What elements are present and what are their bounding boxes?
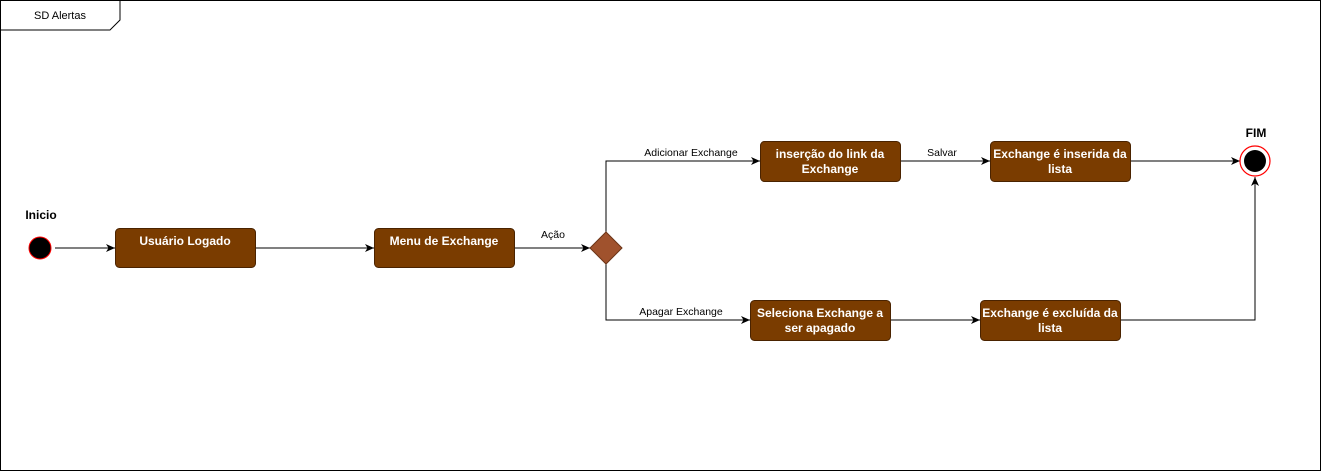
node-insercao-link-line2: Exchange [802,162,859,176]
node-menu-exchange-box [374,228,515,268]
edge-excluida-to-end[interactable] [1120,177,1259,321]
node-exchange-excluida-box [980,300,1121,341]
frame-title: SD Alertas [34,10,86,22]
node-usuario-logado-box [115,228,256,268]
node-menu-exchange-label: Menu de Exchange [390,234,499,248]
edge-label-acao: Ação [541,229,565,241]
node-usuario-logado[interactable]: Usuário Logado [115,228,256,268]
node-exchange-inserida-line2: lista [1048,162,1072,176]
node-seleciona-exchange-line1: Seleciona Exchange a [757,306,883,320]
node-exchange-excluida-line1: Exchange é excluída da [982,306,1118,320]
edge-decision-to-insercao[interactable] [605,157,760,232]
frame-title-tab [0,0,121,31]
node-exchange-inserida-box [990,141,1131,182]
node-exchange-inserida[interactable]: Exchange é inserida da lista [990,141,1131,182]
node-exchange-excluida-line2: lista [1038,321,1062,335]
decision-node[interactable] [589,231,623,265]
edge-label-adicionar: Adicionar Exchange [644,147,738,159]
edge-label-salvar: Salvar [927,147,957,159]
node-exchange-inserida-line1: Exchange é inserida da [993,147,1127,161]
node-insercao-link-line1: inserção do link da [776,147,885,161]
end-node[interactable] [1239,145,1271,177]
node-seleciona-exchange-line2: ser apagado [785,321,856,335]
node-menu-exchange[interactable]: Menu de Exchange [374,228,515,268]
node-seleciona-exchange[interactable]: Seleciona Exchange a ser apagado [750,300,891,341]
node-insercao-link-box [760,141,901,182]
node-seleciona-exchange-box [750,300,891,341]
end-node-dot [1244,150,1266,172]
start-node[interactable] [28,236,52,260]
edge-label-apagar: Apagar Exchange [639,306,723,318]
edge-decision-to-seleciona[interactable] [605,264,750,324]
node-insercao-link[interactable]: inserção do link da Exchange [760,141,901,182]
start-label: Inicio [25,208,56,222]
end-label: FIM [1246,126,1267,140]
node-exchange-excluida[interactable]: Exchange é excluída da lista [980,300,1121,341]
node-usuario-logado-label: Usuário Logado [139,234,230,248]
